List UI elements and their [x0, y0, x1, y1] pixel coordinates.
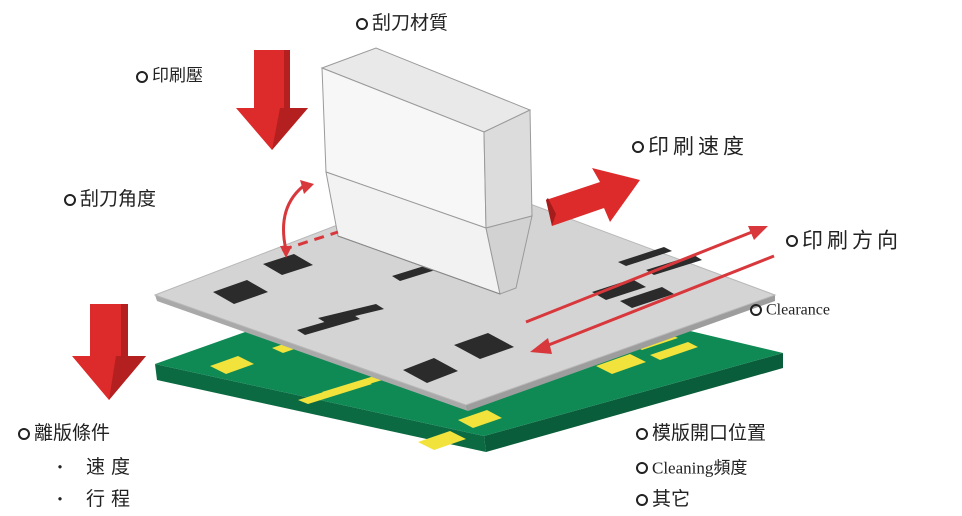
stencil-edge-right	[466, 295, 775, 411]
angle-dashed-line	[281, 230, 339, 252]
print-direction-arrowhead-forward	[748, 226, 768, 240]
label-others: 其它	[636, 490, 690, 509]
circle-bullet-icon	[632, 141, 644, 153]
bullet-dot: ・	[52, 489, 75, 509]
label-stencil-aperture-position: 模版開口位置	[636, 424, 766, 443]
pcb-pad	[418, 431, 466, 450]
aperture	[297, 314, 360, 335]
print-direction-line-back	[545, 254, 775, 348]
label-print-pressure: 印刷壓	[136, 68, 203, 86]
label-separation-speed: ・速度	[52, 458, 136, 477]
stencil-apertures	[213, 247, 702, 383]
squeegee-shadow-line	[337, 235, 501, 295]
print-direction-arrowhead-back	[530, 338, 552, 354]
aperture	[213, 280, 268, 304]
label-text: Cleaning頻度	[652, 458, 748, 478]
label-print-direction: 印刷方向	[786, 230, 902, 252]
squeegee-angle-indicator	[280, 180, 339, 258]
separation-arrow	[72, 304, 146, 400]
label-text: Clearance	[766, 301, 830, 319]
aperture	[263, 254, 313, 275]
label-text: 離版條件	[34, 422, 111, 444]
circle-bullet-icon	[356, 17, 368, 30]
circle-bullet-icon	[636, 462, 648, 475]
aperture	[403, 358, 458, 383]
print-direction-arrows	[525, 226, 775, 354]
print-speed-arrow	[546, 168, 640, 226]
label-separation-conditions: 離版條件	[18, 424, 110, 443]
label-clearance: Clearance	[750, 302, 830, 318]
stencil-edge	[155, 295, 468, 411]
print-direction-line-forward	[525, 230, 753, 324]
label-text: 行程	[86, 488, 137, 510]
aperture	[620, 287, 674, 308]
angle-arrowhead-top	[300, 180, 314, 194]
pcb-board-side-right	[484, 353, 783, 452]
label-print-speed: 印刷速度	[632, 136, 748, 158]
pcb-board-side	[155, 364, 486, 452]
circle-bullet-icon	[64, 193, 76, 206]
label-cleaning-frequency: Cleaning頻度	[636, 458, 747, 477]
label-text: 速度	[86, 456, 137, 478]
print-pressure-arrow-shade	[272, 50, 308, 150]
label-separation-stroke: ・行程	[52, 490, 136, 509]
bullet-dot: ・	[52, 457, 75, 477]
label-text: 印刷方向	[802, 228, 902, 253]
aperture	[454, 333, 514, 359]
label-squeegee-material: 刮刀材質	[356, 14, 448, 33]
circle-bullet-icon	[136, 70, 148, 83]
circle-bullet-icon	[786, 235, 798, 247]
pcb-pad	[458, 410, 502, 428]
stencil	[153, 177, 777, 411]
label-text: 其它	[652, 488, 691, 510]
print-speed-arrow-shadow	[546, 198, 556, 226]
label-text: 印刷速度	[648, 134, 748, 159]
print-pressure-arrow	[236, 50, 308, 150]
label-text: 印刷壓	[152, 66, 203, 86]
circle-bullet-icon	[750, 304, 762, 317]
aperture	[592, 279, 646, 300]
label-text: 模版開口位置	[652, 422, 767, 444]
aperture	[618, 247, 672, 266]
squeegee-blade-side	[485, 215, 533, 295]
circle-bullet-icon	[18, 427, 30, 440]
circle-bullet-icon	[636, 493, 648, 506]
squeegee	[320, 47, 533, 295]
label-text: 刮刀角度	[80, 188, 157, 210]
circle-bullet-icon	[636, 427, 648, 440]
aperture	[318, 304, 384, 323]
label-squeegee-angle: 刮刀角度	[64, 190, 156, 209]
pcb-pad	[650, 342, 698, 360]
label-text: 刮刀材質	[372, 12, 449, 34]
separation-arrow-shade	[109, 304, 146, 400]
pcb-pad	[596, 354, 646, 374]
pcb-pad	[210, 356, 254, 374]
pcb-pad	[322, 373, 392, 396]
